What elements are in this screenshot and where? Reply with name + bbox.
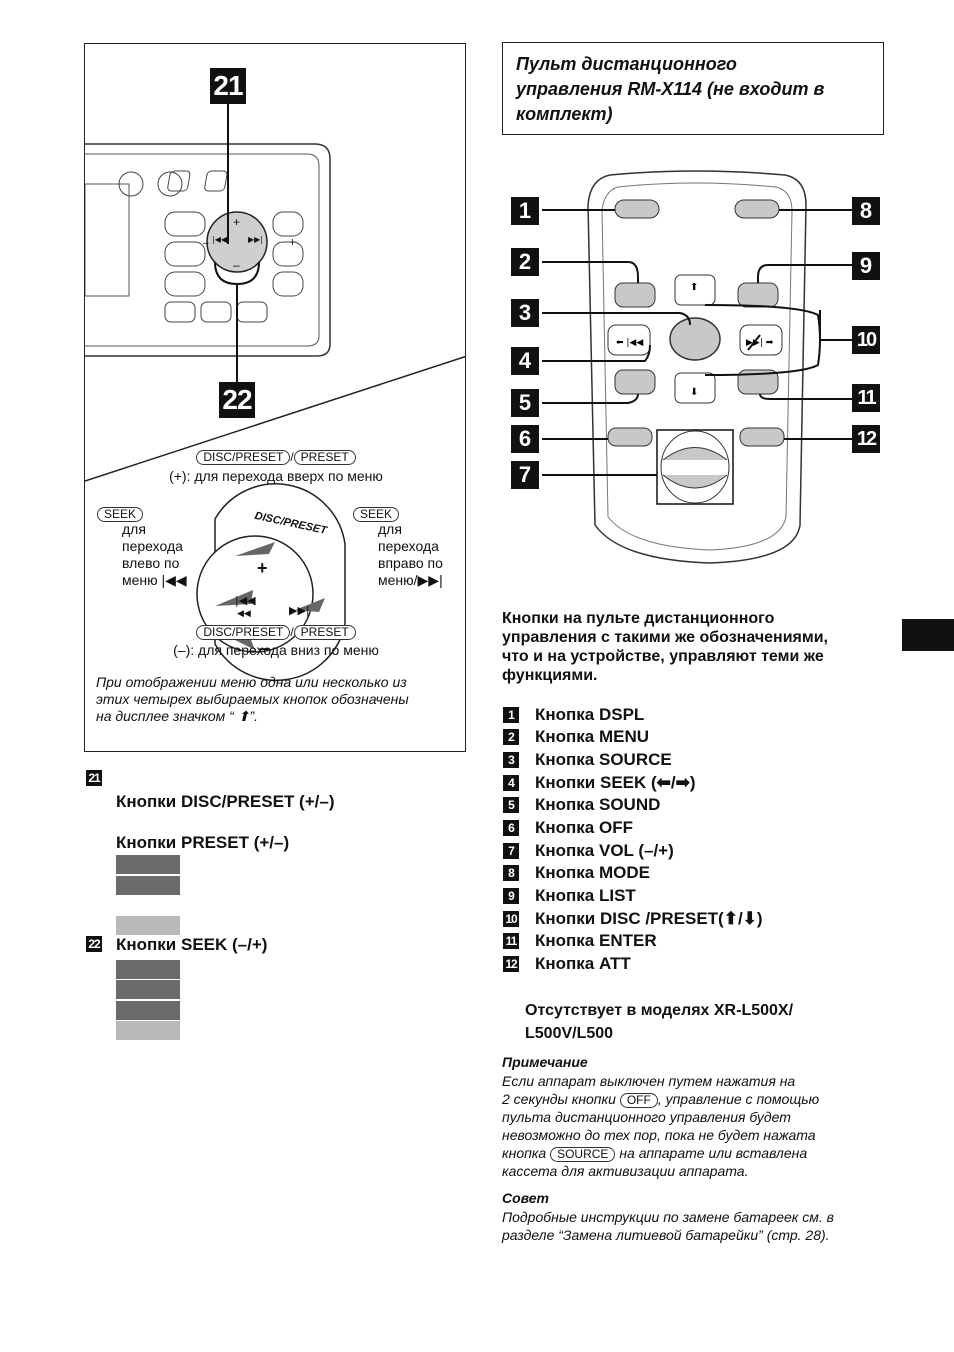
svg-text:▶▶|: ▶▶| [289, 604, 310, 617]
disc-preset-key: DISC/PRESET [196, 450, 291, 465]
seek-right-text: для перехода вправо по меню/▶▶| [378, 521, 443, 588]
section-title: Пульт дистанционного управления RM-X114 … [516, 54, 825, 124]
svg-text:⬅ |◀◀: ⬅ |◀◀ [616, 338, 643, 348]
disc-preset-keys-top: DISC/PRESET/PRESET [85, 450, 465, 465]
remote-callout-8: 8 [852, 197, 880, 225]
svg-text:⬆: ⬆ [690, 282, 698, 293]
tip-body: Подробные инструкции по замене батареек … [502, 1209, 834, 1243]
svg-text:|◀◀: |◀◀ [235, 594, 256, 607]
remote-callout-1: 1 [511, 197, 539, 225]
redacted-block [116, 1021, 180, 1040]
redacted-block [116, 960, 180, 979]
remote-intro: Кнопки на пульте дистанционного управлен… [502, 610, 828, 684]
item-21-line2: Кнопки PRESET (+/–) [116, 833, 290, 852]
remote-callout-11: 11 [852, 384, 880, 412]
redacted-block [116, 980, 180, 999]
disc-preset-keys-bottom: DISC/PRESET/PRESET [85, 625, 465, 640]
page-tab-marker [902, 619, 954, 651]
item-21-num: 21 [86, 770, 102, 786]
svg-text:|◀◀: |◀◀ [212, 235, 228, 244]
svg-text:⬇: ⬇ [690, 387, 698, 398]
svg-text:+: + [289, 235, 296, 249]
remote-callout-12: 12 [852, 425, 880, 453]
callout-21: 21 [210, 68, 246, 104]
remote-callout-10: 10 [852, 326, 880, 354]
section-title-box: Пульт дистанционного управления RM-X114 … [502, 42, 884, 135]
remote-control-drawing: ⬆ ⬇ ⬅ |◀◀ ▶▶| ➡ [542, 170, 852, 564]
redacted-block [116, 1001, 180, 1020]
callout-22: 22 [219, 382, 255, 418]
preset-key: PRESET [293, 450, 356, 465]
svg-text:▶▶|: ▶▶| [248, 235, 263, 244]
svg-text:–: – [203, 238, 209, 249]
svg-text:+: + [257, 558, 268, 578]
svg-text:–: – [233, 258, 240, 272]
note-body: Если аппарат выключен путем нажатия на 2… [502, 1073, 820, 1179]
seek-key-left: SEEK [97, 505, 144, 523]
redacted-block [116, 855, 180, 874]
remote-callout-4: 4 [511, 347, 539, 375]
absent-models-note: Отсутствует в моделях XR-L500X/ L500V/L5… [525, 1002, 794, 1042]
plus-caption: (+): для перехода вверх по меню [169, 468, 383, 484]
svg-text:◀◀: ◀◀ [237, 609, 251, 619]
remote-callout-9: 9 [852, 252, 880, 280]
svg-text:+: + [233, 215, 240, 229]
item-22-num: 22 [86, 936, 102, 952]
remote-callout-5: 5 [511, 389, 539, 417]
item-21-line1: Кнопки DISC/PRESET (+/–) [116, 792, 335, 811]
remote-callout-6: 6 [511, 425, 539, 453]
off-key: OFF [619, 1093, 658, 1108]
minus-caption: (–): для перехода вниз по меню [173, 642, 379, 658]
remote-callout-7: 7 [511, 461, 539, 489]
seek-left-text: для перехода влево по меню |◀◀ [122, 521, 187, 588]
seek-key-right: SEEK [353, 505, 400, 523]
redacted-block [116, 876, 180, 895]
tip-heading: Совет [502, 1190, 550, 1206]
redacted-block [116, 916, 180, 935]
menu-note: При отображении меню одна или несколько … [96, 674, 409, 724]
remote-callout-3: 3 [511, 299, 539, 327]
remote-callout-2: 2 [511, 248, 539, 276]
item-22-line1: Кнопки SEEK (–/+) [116, 935, 268, 954]
svg-text:–: – [259, 638, 269, 658]
note-heading: Примечание [502, 1054, 588, 1070]
control-panel-figure: + – – + |◀◀ ▶▶| + – |◀◀ ◀◀ ▶▶| DISC/PRES… [84, 43, 466, 752]
svg-text:▶▶| ➡: ▶▶| ➡ [746, 338, 774, 348]
source-key: SOURCE [550, 1147, 616, 1162]
